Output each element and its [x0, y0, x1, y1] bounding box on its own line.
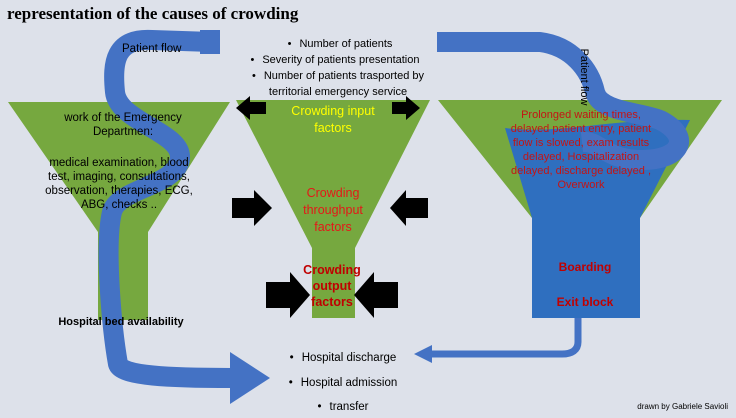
crowding-throughput-factors: Crowding throughput factors: [303, 186, 363, 234]
ed-activities: medical examination, blood test, imaging…: [45, 157, 193, 211]
ed-work-heading: work of the Emergency Departmen:: [64, 112, 182, 138]
arrow-into-output-left: [266, 272, 310, 318]
output-list: Hospital discharge Hospital admission tr…: [268, 346, 418, 418]
arrow-into-throughput-right: [390, 190, 428, 226]
arrow-left-top: [236, 96, 266, 120]
output-item: Hospital discharge: [268, 346, 418, 371]
right-return-arrow: [432, 318, 582, 358]
input-item: Severity of patients presentation: [225, 52, 445, 68]
exit-block-label: Exit block: [556, 295, 614, 309]
arrow-into-output-right: [354, 272, 398, 318]
page-title: representation of the causes of crowding: [7, 4, 299, 23]
output-item: Hospital admission: [268, 371, 418, 396]
arrow-right-top: [392, 96, 420, 120]
boarding-label: Boarding: [558, 260, 612, 274]
output-item: transfer: [268, 395, 418, 418]
middle-funnel: [236, 100, 430, 318]
right-patient-flow-arrow: [437, 32, 689, 170]
right-flow-label: Patient flow: [578, 48, 590, 106]
input-item: Number of patients: [225, 36, 445, 52]
left-flow-label: Patient flow: [122, 43, 182, 55]
left-flow-arrowhead: [230, 352, 270, 404]
hospital-bed-availability: Hospital bed availability: [58, 316, 184, 328]
crowding-input-factors: Crowding input factors: [291, 104, 375, 135]
left-flow-tail: [200, 30, 220, 54]
right-return-arrowhead: [414, 345, 432, 363]
left-patient-flow-arrow: [98, 29, 233, 388]
crowding-output-factors: Crowding output factors: [303, 263, 361, 309]
input-factors-list: Number of patients Severity of patients …: [225, 36, 445, 100]
input-item: Number of patients trasported by territo…: [233, 68, 443, 100]
credit-line: drawn by Gabriele Savioli: [637, 402, 728, 411]
arrow-into-throughput-left: [232, 190, 272, 226]
crowding-effects: Prolonged waiting times, delayed patient…: [510, 109, 652, 191]
